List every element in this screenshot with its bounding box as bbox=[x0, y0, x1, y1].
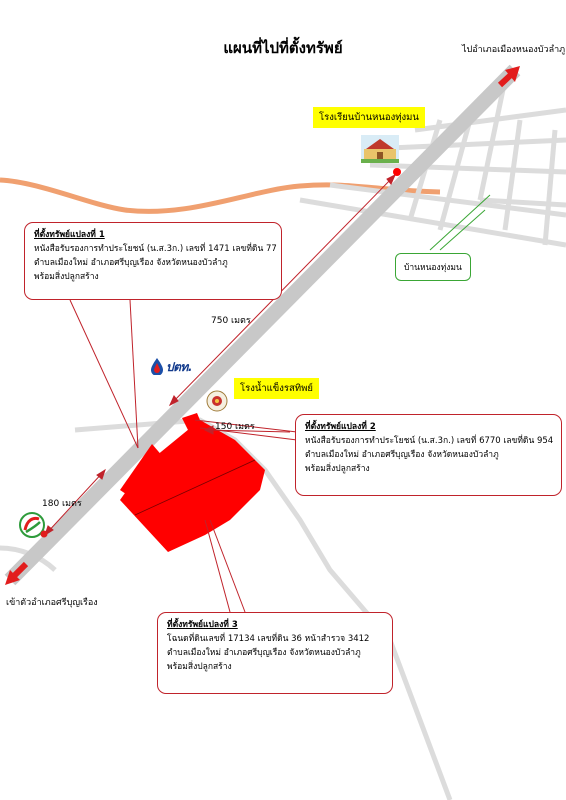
page-title: แผนที่ไปที่ตั้งทรัพย์ bbox=[223, 39, 343, 57]
distance-arrows bbox=[44, 173, 397, 537]
village-grid bbox=[299, 79, 566, 248]
main-highway bbox=[4, 64, 521, 586]
distance-ice-factory: 150 เมตร bbox=[215, 422, 255, 432]
pt-station-logo-icon bbox=[19, 512, 45, 538]
distance-school: 750 เมตร bbox=[211, 316, 251, 326]
plot-2-line3: พร้อมสิ่งปลูกสร้าง bbox=[305, 464, 370, 474]
plot-2-line2: ตำบลเมืองใหม่ อำเภอศรีบุญเรือง จังหวัดหน… bbox=[305, 450, 499, 460]
plot-2-callout: ที่ตั้งทรัพย์แปลงที่ 2 หนังสือรับรองการท… bbox=[295, 414, 562, 496]
leader-lines bbox=[69, 299, 298, 613]
plot-2-heading: ที่ตั้งทรัพย์แปลงที่ 2 bbox=[305, 422, 376, 432]
distance-pt-station: 180 เมตร bbox=[42, 499, 82, 509]
plot-3-line3: พร้อมสิ่งปลูกสร้าง bbox=[167, 662, 232, 672]
plot-3-callout: ที่ตั้งทรัพย์แปลงที่ 3 โฉนดที่ดินเลขที่ … bbox=[157, 612, 393, 694]
plot-1-heading: ที่ตั้งทรัพย์แปลงที่ 1 bbox=[34, 230, 105, 240]
village-leader bbox=[429, 194, 491, 251]
property-parcels bbox=[120, 413, 265, 552]
village-label: บ้านหนองทุ่งมน bbox=[395, 253, 471, 281]
ice-factory-logo-icon bbox=[206, 390, 228, 412]
pt-station-dot bbox=[40, 530, 48, 538]
plot-3-heading: ที่ตั้งทรัพย์แปลงที่ 3 bbox=[167, 620, 238, 630]
plot-1-line2: ตำบลเมืองใหม่ อำเภอศรีบุญเรือง จังหวัดหน… bbox=[34, 258, 228, 268]
ice-factory-label: โรงน้ำแข็งรสทิพย์ bbox=[234, 378, 319, 399]
plot-3-line2: ตำบลเมืองใหม่ อำเภอศรีบุญเรือง จังหวัดหน… bbox=[167, 648, 361, 658]
direction-to-district: ไปอำเภอเมืองหนองบัวลำภู bbox=[462, 45, 566, 55]
plot-1-line3: พร้อมสิ่งปลูกสร้าง bbox=[34, 272, 99, 282]
plot-2-line1: หนังสือรับรองการทำประโยชน์ (น.ส.3ก.) เลข… bbox=[305, 436, 554, 446]
school-label: โรงเรียนบ้านหนองทุ่งมน bbox=[313, 107, 425, 128]
plot-1-line1: หนังสือรับรองการทำประโยชน์ (น.ส.3ก.) เลข… bbox=[34, 244, 277, 254]
plot-1-callout: ที่ตั้งทรัพย์แปลงที่ 1 หนังสือรับรองการท… bbox=[24, 222, 282, 300]
direction-to-town: เข้าตัวอำเภอศรีบุญเรือง bbox=[6, 598, 98, 608]
plot-3-parcel bbox=[120, 420, 265, 552]
ptt-text: ปตท. bbox=[166, 360, 192, 374]
school-icon bbox=[361, 135, 399, 163]
plot-2-parcel bbox=[182, 413, 202, 430]
school-dot bbox=[393, 168, 401, 176]
arrow-to-town-icon bbox=[5, 570, 20, 585]
ptt-logo-icon bbox=[151, 358, 163, 375]
plot-3-line1: โฉนดที่ดินเลขที่ 17134 เลขที่ดิน 36 หน้า… bbox=[167, 634, 370, 644]
